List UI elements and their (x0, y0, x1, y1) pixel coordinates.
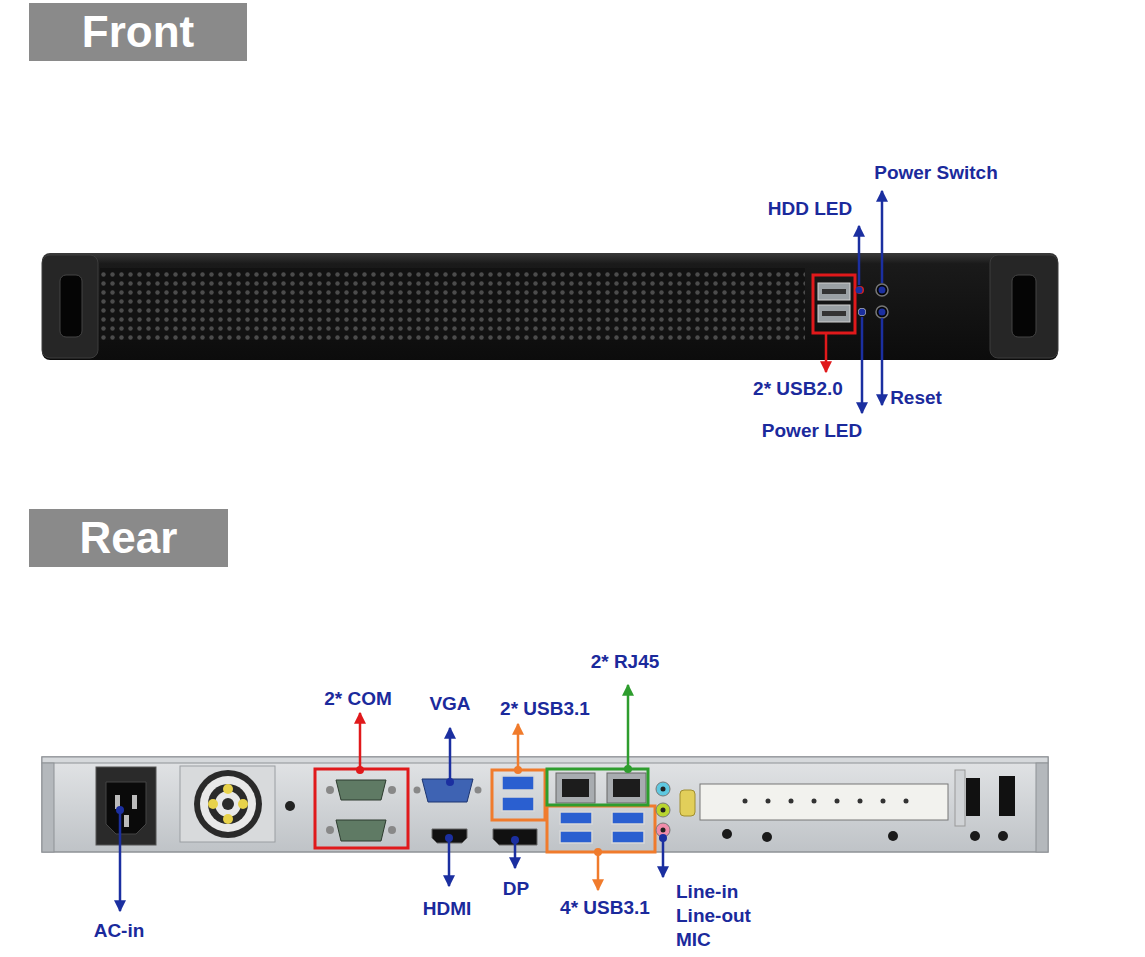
callout-label: Power Switch (874, 163, 998, 184)
callout-label: 4* USB3.1 (560, 898, 650, 919)
callout-label: 2* USB3.1 (500, 699, 590, 720)
section-banner: Rear (29, 509, 228, 567)
callout-label: Power LED (762, 421, 862, 442)
callout-label: MIC (676, 930, 711, 951)
callout-label: 2* RJ45 (591, 652, 660, 673)
callout-label: Line-in (676, 882, 738, 903)
callout-label: DP (503, 879, 529, 900)
callout-label: VGA (429, 694, 470, 715)
leader-dots (856, 287, 886, 316)
callout-label: Line-out (676, 906, 751, 927)
rear-leaders (120, 685, 663, 911)
leader-dots (116, 765, 667, 856)
callout-label: Reset (890, 388, 942, 409)
section-banner: Front (29, 3, 247, 61)
front-leaders (826, 191, 882, 413)
front-panel (42, 253, 1058, 360)
callout-label: AC-in (94, 921, 145, 942)
callout-label: HDD LED (768, 199, 852, 220)
rear-panel (42, 757, 1048, 852)
callout-label: 2* USB2.0 (753, 379, 843, 400)
banner-title: Front (82, 10, 194, 54)
banner-title: Rear (80, 516, 178, 560)
callout-label: HDMI (423, 899, 472, 920)
callout-label: 2* COM (324, 689, 392, 710)
